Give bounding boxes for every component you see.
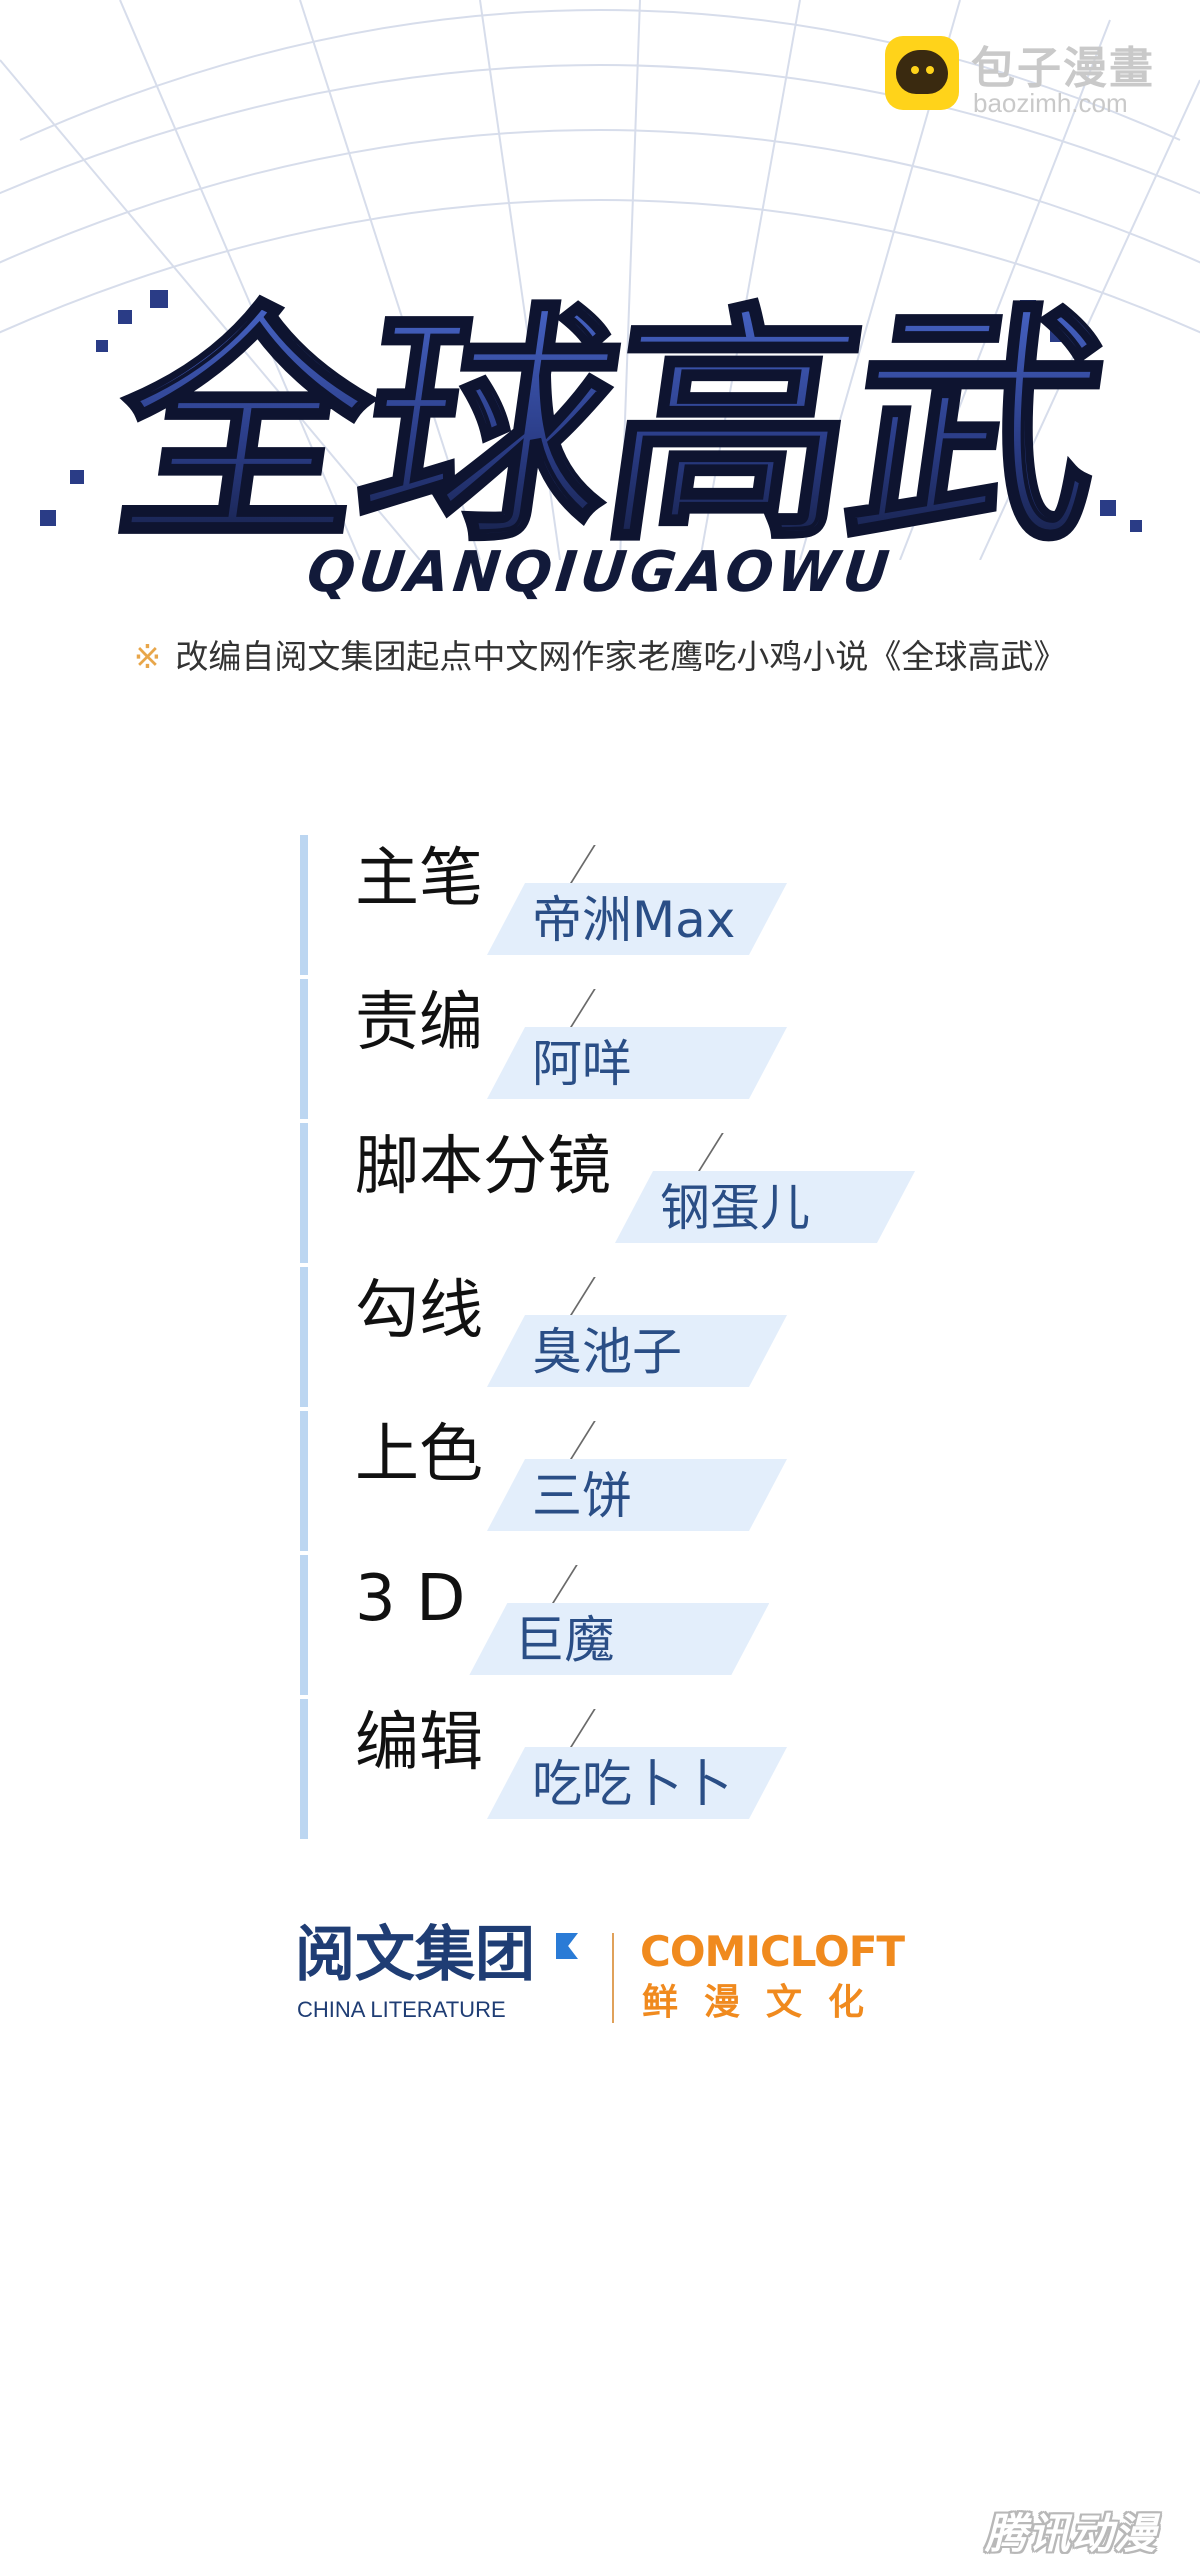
credit-role: 主笔 [355,842,483,916]
credit-role: 编辑 [355,1706,483,1780]
credit-name-plate [487,883,787,955]
credit-bar-segment [300,1699,308,1839]
china-literature-flag-icon [556,1933,578,1959]
title-main-text: 全球高武 [98,284,1118,560]
credit-row: 上色三饼 [300,1411,1000,1555]
credit-bar-segment [300,1555,308,1695]
reference-mark-icon: ※ [133,637,162,676]
publisher-logos: 阅文集团 CHINA LITERATURE COMICLOFT 鲜漫文化 [0,1925,1200,2035]
credit-bar-segment [300,835,308,975]
credit-name-plate [469,1603,769,1675]
watermark-site-url: baozimh.com [973,88,1128,118]
adaptation-note: ※ 改编自阅文集团起点中文网作家老鹰吃小鸡小说《全球高武》 [0,630,1200,678]
credit-name: 臭池子 [532,1323,682,1381]
credit-name-plate [487,1027,787,1099]
credit-name-plate [487,1459,787,1531]
credit-name-plate [615,1171,915,1243]
credit-row: 3 D 巨魔 [300,1555,1000,1699]
credit-name: 帝洲Max [532,891,736,949]
credit-name: 钢蛋儿 [660,1179,810,1237]
comicloft-chinese: 鲜漫文化 [642,1982,891,2023]
title-logo: 全球高武 [40,282,1142,560]
corner-watermark: 腾讯动漫 [985,2509,1158,2558]
credit-role: 脚本分镜 [355,1130,611,1204]
credit-role: 勾线 [355,1274,483,1348]
credit-row: 主笔帝洲Max [300,835,1000,979]
credit-name-plate [487,1747,787,1819]
site-watermark: 包子漫畫 baozimh.com [885,30,1185,120]
baozi-bun-icon [885,36,959,110]
credit-bar-segment [300,1411,308,1551]
header-grid-background [0,0,1200,560]
credit-name: 阿咩 [532,1035,632,1093]
credit-name: 巨魔 [514,1611,615,1669]
china-literature-logo: 阅文集团 [295,1920,535,1990]
credit-row: 责编阿咩 [300,979,1000,1123]
credit-name-plate [487,1315,787,1387]
watermark-site-name: 包子漫畫 [971,43,1155,94]
credit-role: 责编 [355,986,483,1060]
credit-name: 吃吃卜卜 [532,1755,732,1813]
credit-role: 3 D [355,1562,466,1636]
credit-bar-segment [300,979,308,1119]
credit-bar-segment [300,1267,308,1407]
adaptation-note-text: 改编自阅文集团起点中文网作家老鹰吃小鸡小说《全球高武》 [175,637,1067,676]
credit-role: 上色 [355,1418,483,1492]
credit-bar-segment [300,1123,308,1263]
comicloft-logo: COMICLOFT [640,1927,905,1976]
title-pinyin: QUANQIUGAOWU [304,540,896,605]
logo-divider [612,1933,614,2023]
credit-row: 勾线臭池子 [300,1267,1000,1411]
credit-row: 编辑吃吃卜卜 [300,1699,1000,1843]
pixel-debris [40,290,1142,532]
china-literature-english: CHINA LITERATURE [297,1997,506,2022]
credit-name: 三饼 [532,1467,632,1525]
credit-row: 脚本分镜钢蛋儿 [300,1123,1000,1267]
